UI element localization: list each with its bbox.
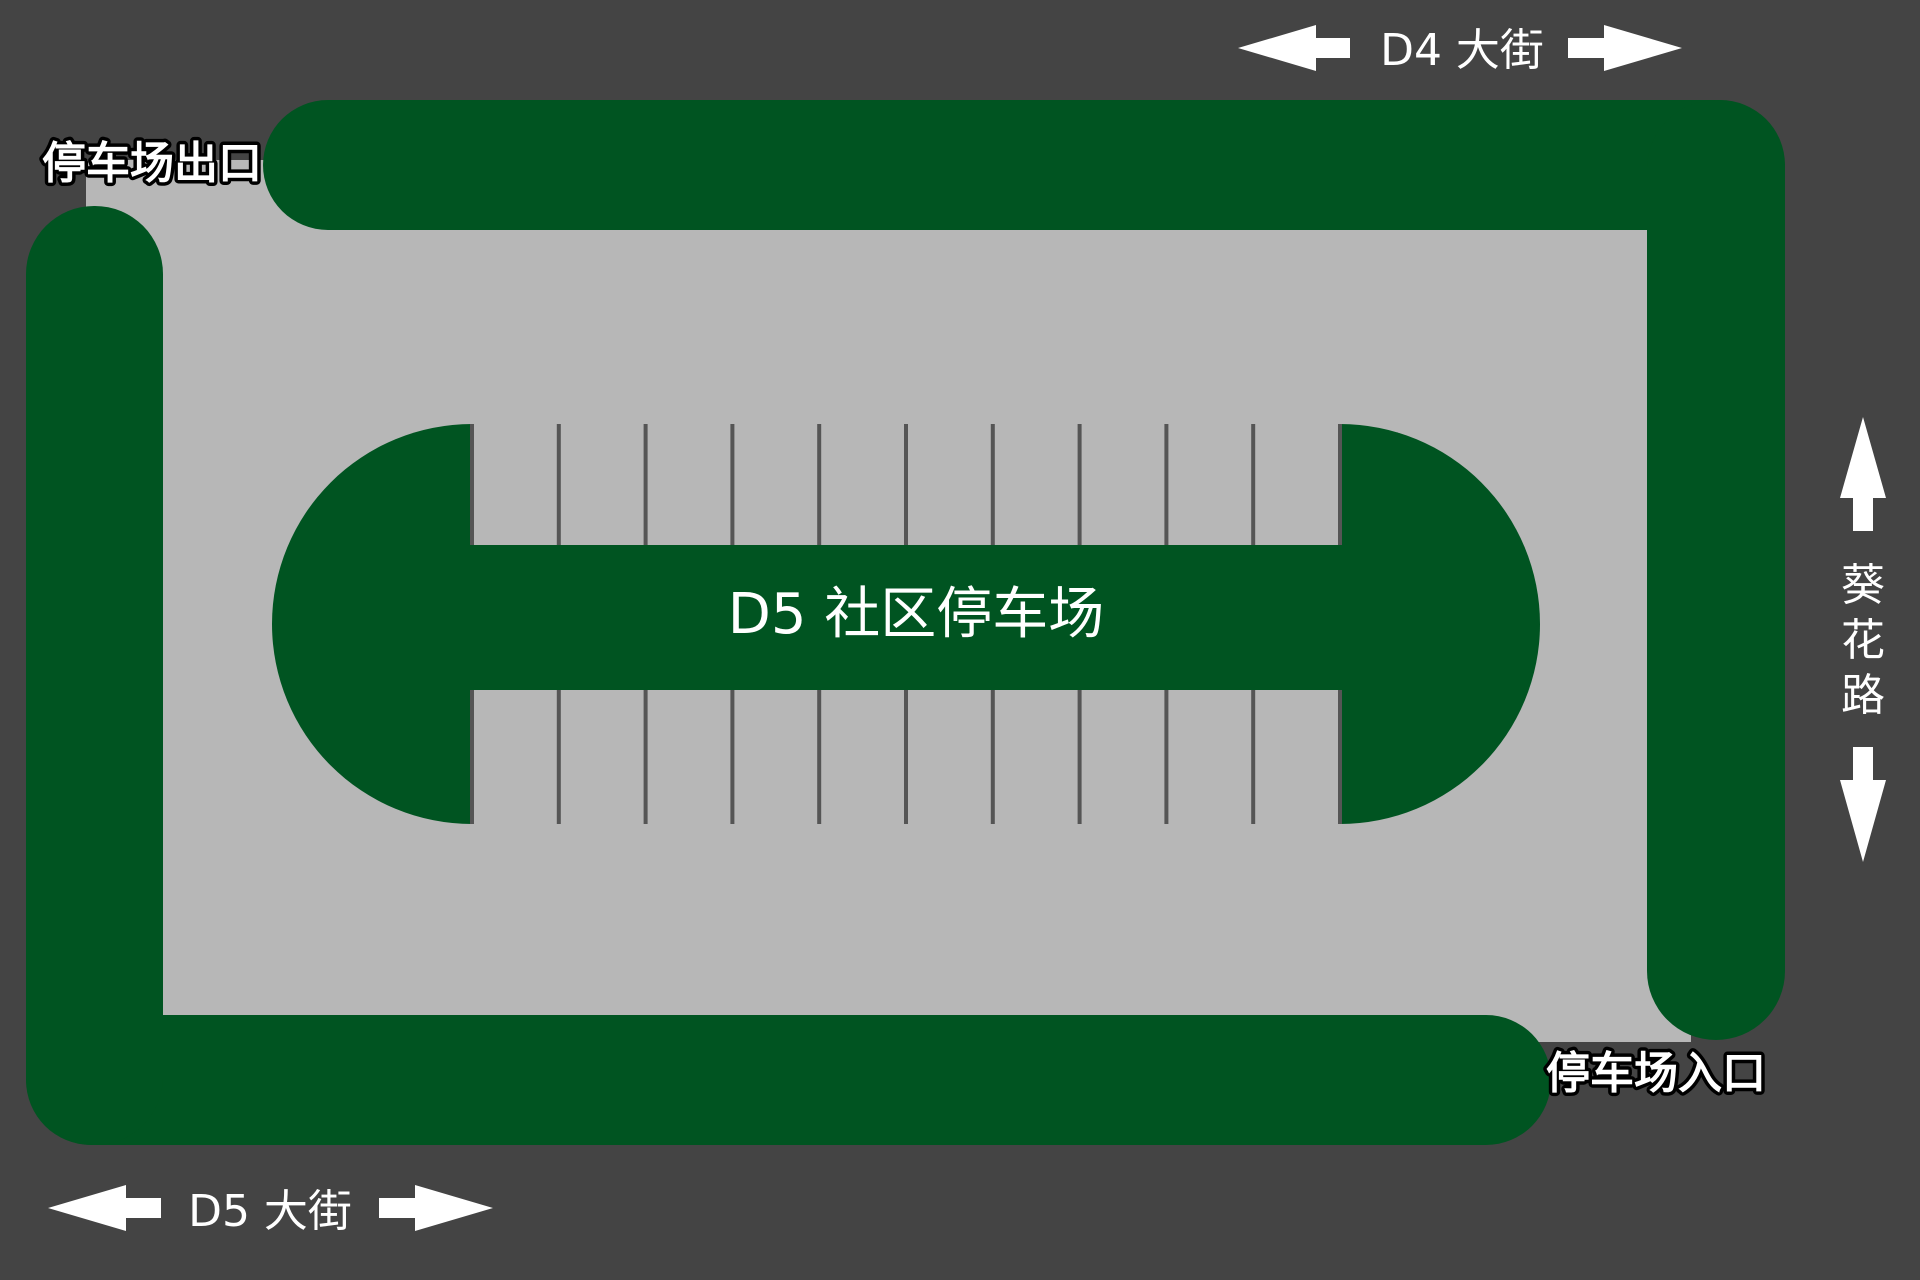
- island-right-semicircle: [1340, 424, 1540, 824]
- street-label-south: D5 大街: [188, 1186, 352, 1237]
- arrow-right-icon: [1568, 25, 1682, 71]
- green-strip-south: [26, 1015, 1551, 1145]
- entrance-label: 停车场入口: [1546, 1048, 1766, 1099]
- island-center-strip: [470, 545, 1342, 690]
- green-strip-west: [26, 206, 163, 1145]
- street-label-north: D4 大街: [1380, 25, 1544, 76]
- stall-row-top: [470, 424, 1342, 545]
- lot-title: D5 社区停车场: [728, 582, 1105, 647]
- arrow-left-icon: [1238, 25, 1350, 71]
- green-strip-east: [1647, 100, 1785, 1040]
- arrow-down-icon: [1840, 747, 1886, 862]
- arrow-up-icon: [1840, 417, 1886, 531]
- street-label-east-char-2: 花: [1841, 615, 1885, 666]
- exit-label: 停车场出口: [42, 138, 262, 189]
- street-label-east-char-1: 葵: [1841, 560, 1885, 611]
- stall-row-bottom: [470, 690, 1342, 824]
- arrow-left-icon: [48, 1185, 161, 1231]
- green-strip-north: [263, 100, 1785, 230]
- island-left-semicircle: [272, 424, 472, 824]
- street-label-east-char-3: 路: [1841, 670, 1885, 721]
- arrow-right-icon: [379, 1185, 493, 1231]
